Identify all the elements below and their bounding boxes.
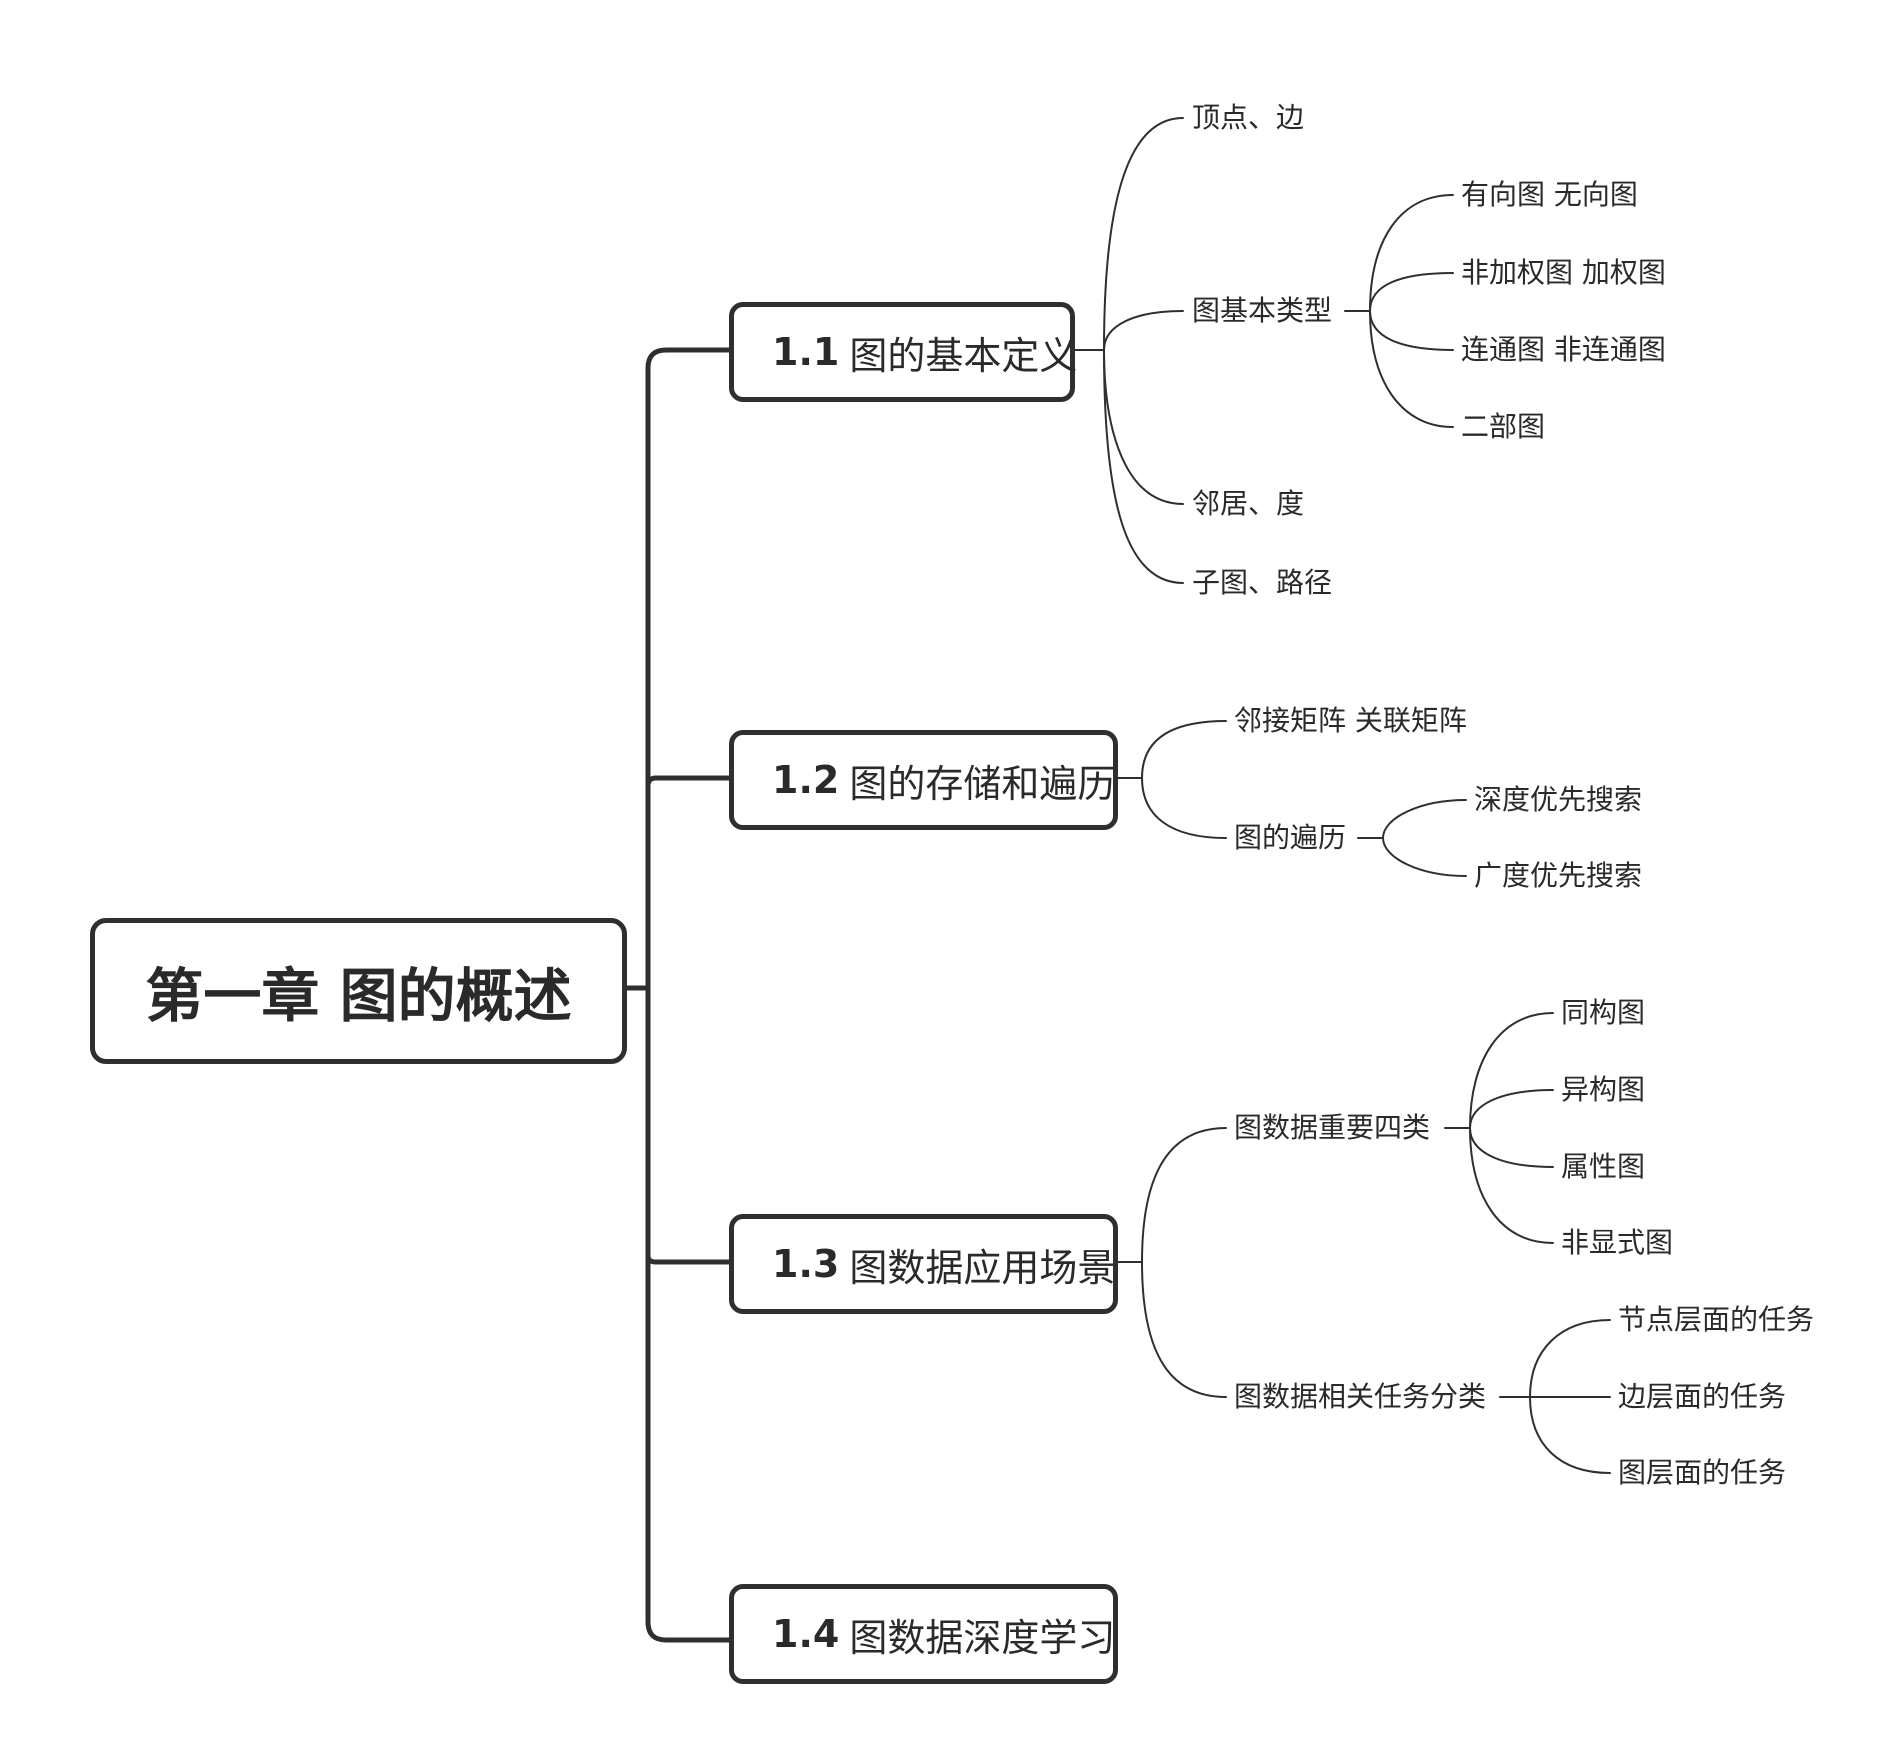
topic-neighbor-degree[interactable]: 邻居、度	[1192, 487, 1305, 520]
topic-task-item[interactable]: 图层面的任务	[1618, 1456, 1787, 1489]
section-node-1-3[interactable]: 1.3 图数据应用场景	[729, 1214, 1118, 1314]
topic-matrices[interactable]: 邻接矩阵 关联矩阵	[1234, 704, 1467, 737]
topic-type-item[interactable]: 非加权图 加权图	[1461, 256, 1666, 289]
topic-vertex-edge[interactable]: 顶点、边	[1192, 101, 1305, 134]
section-number: 1.1	[772, 330, 840, 374]
topic-four-item[interactable]: 属性图	[1561, 1150, 1646, 1183]
section-title: 图数据深度学习	[849, 1615, 1116, 1660]
topic-type-item[interactable]: 有向图 无向图	[1461, 178, 1638, 211]
topic-traversal-item[interactable]: 深度优先搜索	[1474, 783, 1643, 816]
section-node-1-2[interactable]: 1.2 图的存储和遍历	[729, 730, 1118, 830]
section-node-1-4[interactable]: 1.4 图数据深度学习	[729, 1584, 1118, 1684]
topic-type-item[interactable]: 二部图	[1461, 410, 1546, 443]
topic-task-item[interactable]: 节点层面的任务	[1618, 1303, 1815, 1336]
topic-traversal[interactable]: 图的遍历	[1234, 821, 1347, 854]
topic-four-item[interactable]: 同构图	[1561, 996, 1646, 1029]
topic-four-types[interactable]: 图数据重要四类	[1234, 1111, 1431, 1144]
section-number: 1.2	[772, 758, 840, 802]
topic-basic-types[interactable]: 图基本类型	[1192, 294, 1333, 327]
root-title: 第一章 图的概述	[145, 962, 572, 1030]
topic-four-item[interactable]: 异构图	[1561, 1073, 1646, 1106]
section-title: 图的存储和遍历	[849, 761, 1116, 806]
topic-type-item[interactable]: 连通图 非连通图	[1461, 333, 1666, 366]
section-number: 1.4	[772, 1612, 840, 1656]
topic-subgraph-path[interactable]: 子图、路径	[1192, 566, 1333, 599]
root-node[interactable]: 第一章 图的概述	[90, 918, 627, 1064]
section-title: 图数据应用场景	[849, 1245, 1116, 1290]
topic-task-item[interactable]: 边层面的任务	[1618, 1380, 1787, 1413]
topic-four-item[interactable]: 非显式图	[1561, 1226, 1674, 1259]
section-number: 1.3	[772, 1242, 840, 1286]
section-node-1-1[interactable]: 1.1 图的基本定义	[729, 302, 1078, 402]
topic-task-types[interactable]: 图数据相关任务分类	[1234, 1380, 1487, 1413]
topic-traversal-item[interactable]: 广度优先搜索	[1474, 859, 1643, 892]
section-title: 图的基本定义	[849, 333, 1078, 378]
